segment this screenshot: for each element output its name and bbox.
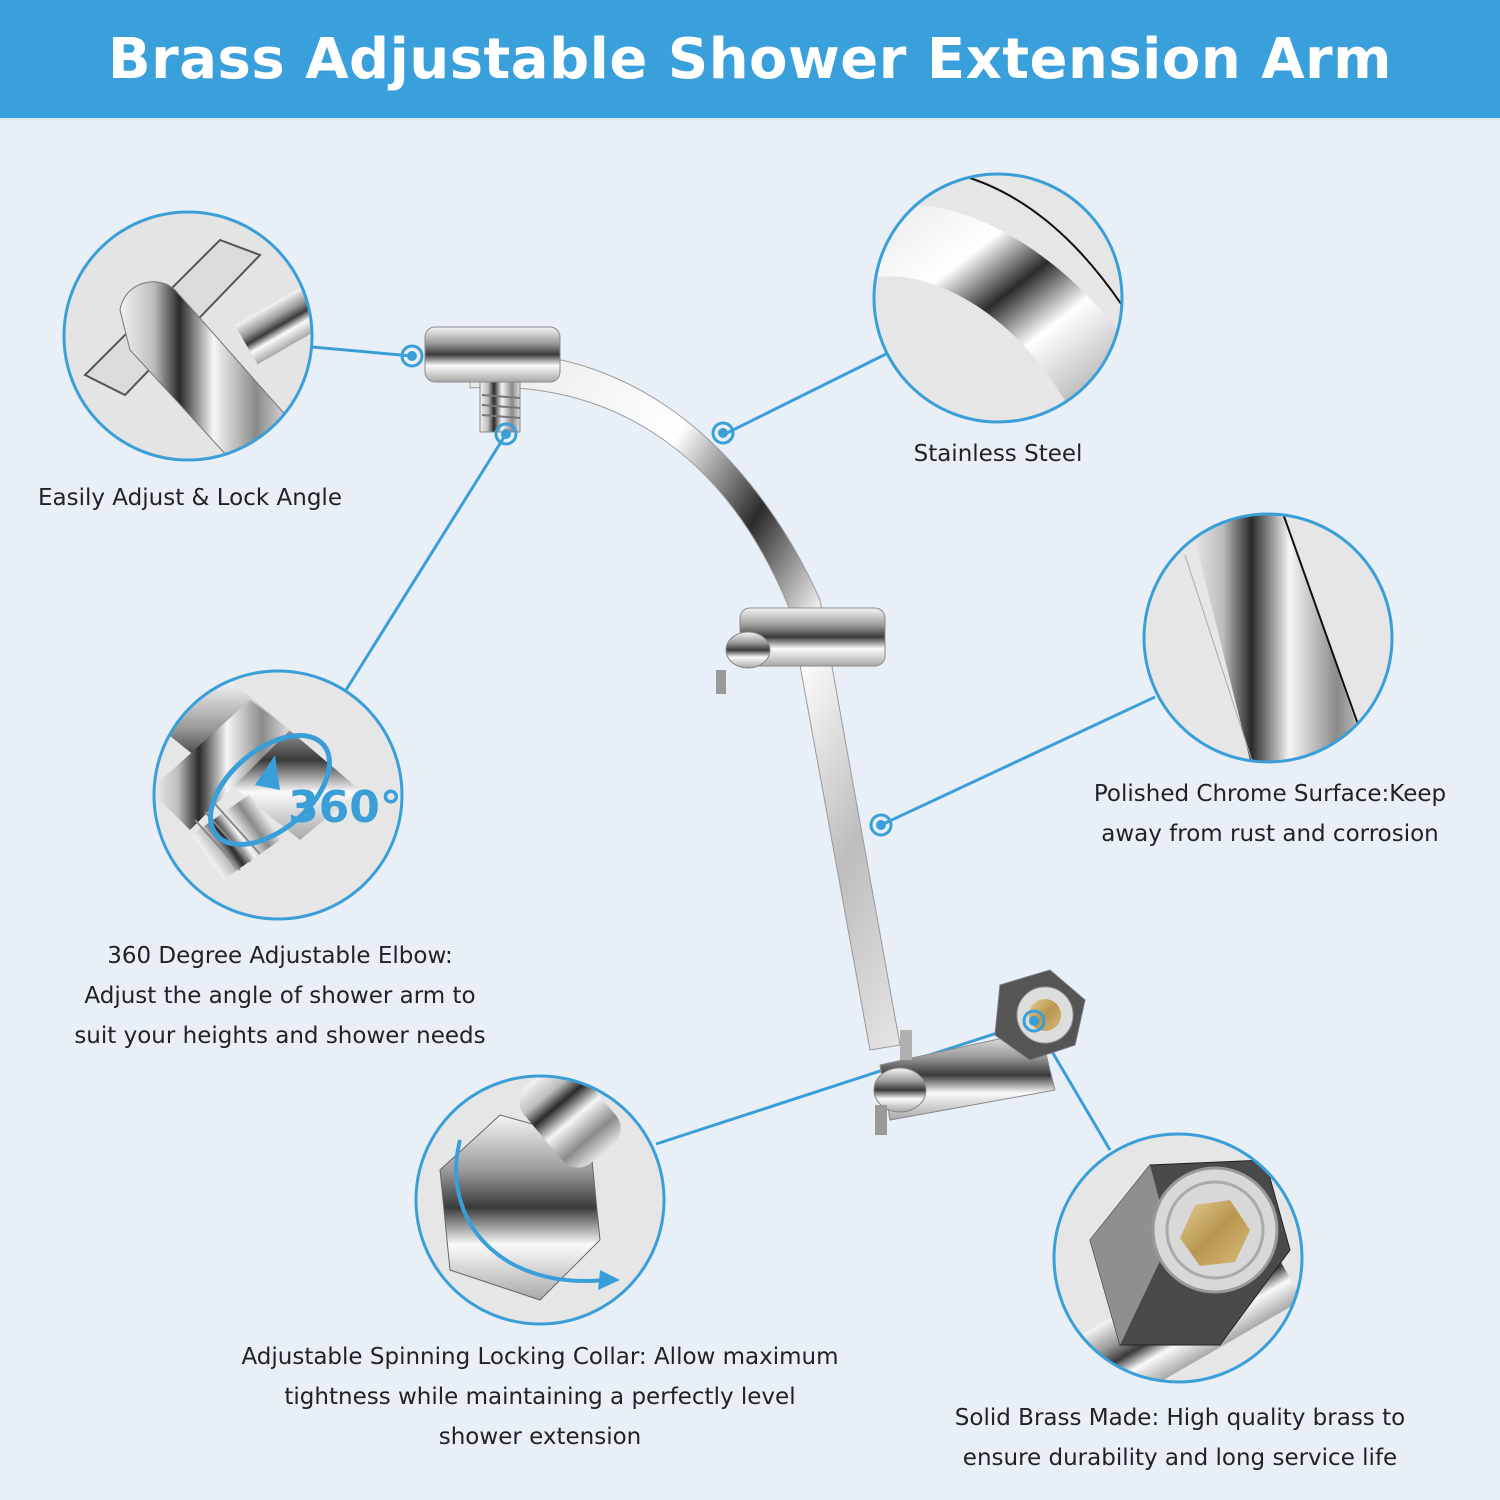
- shower-arm-product: [424, 326, 1086, 1135]
- banner-divider: [0, 118, 1500, 122]
- hex-collar-closeup-icon: [414, 1074, 666, 1326]
- feature-label-chrome: Polished Chrome Surface:Keep away from r…: [1093, 781, 1447, 847]
- callout-lines: [311, 345, 1156, 1151]
- callout-dots: [400, 344, 1046, 1033]
- feature-label-brass: Solid Brass Made: High quality brass to …: [954, 1405, 1406, 1471]
- straight-chrome-tube-closeup-icon: [1142, 512, 1394, 764]
- feature-label-stainless: Stainless Steel: [913, 441, 1083, 467]
- feature-label-adjust-lock: Easily Adjust & Lock Angle: [38, 485, 342, 511]
- rotation-badge: 360°: [288, 782, 402, 833]
- wing-lock-knob-closeup-icon: [62, 210, 314, 462]
- page-title: Brass Adjustable Shower Extension Arm: [107, 26, 1393, 92]
- brass-hex-nut-closeup-icon: [1052, 1132, 1304, 1384]
- feature-label-collar: Adjustable Spinning Locking Collar: Allo…: [241, 1344, 839, 1450]
- swivel-elbow-closeup-icon: 360°: [152, 669, 404, 921]
- title-banner: Brass Adjustable Shower Extension Arm: [0, 0, 1500, 118]
- curved-steel-tube-closeup-icon: [872, 172, 1124, 424]
- feature-label-elbow: 360 Degree Adjustable Elbow: Adjust the …: [74, 943, 486, 1049]
